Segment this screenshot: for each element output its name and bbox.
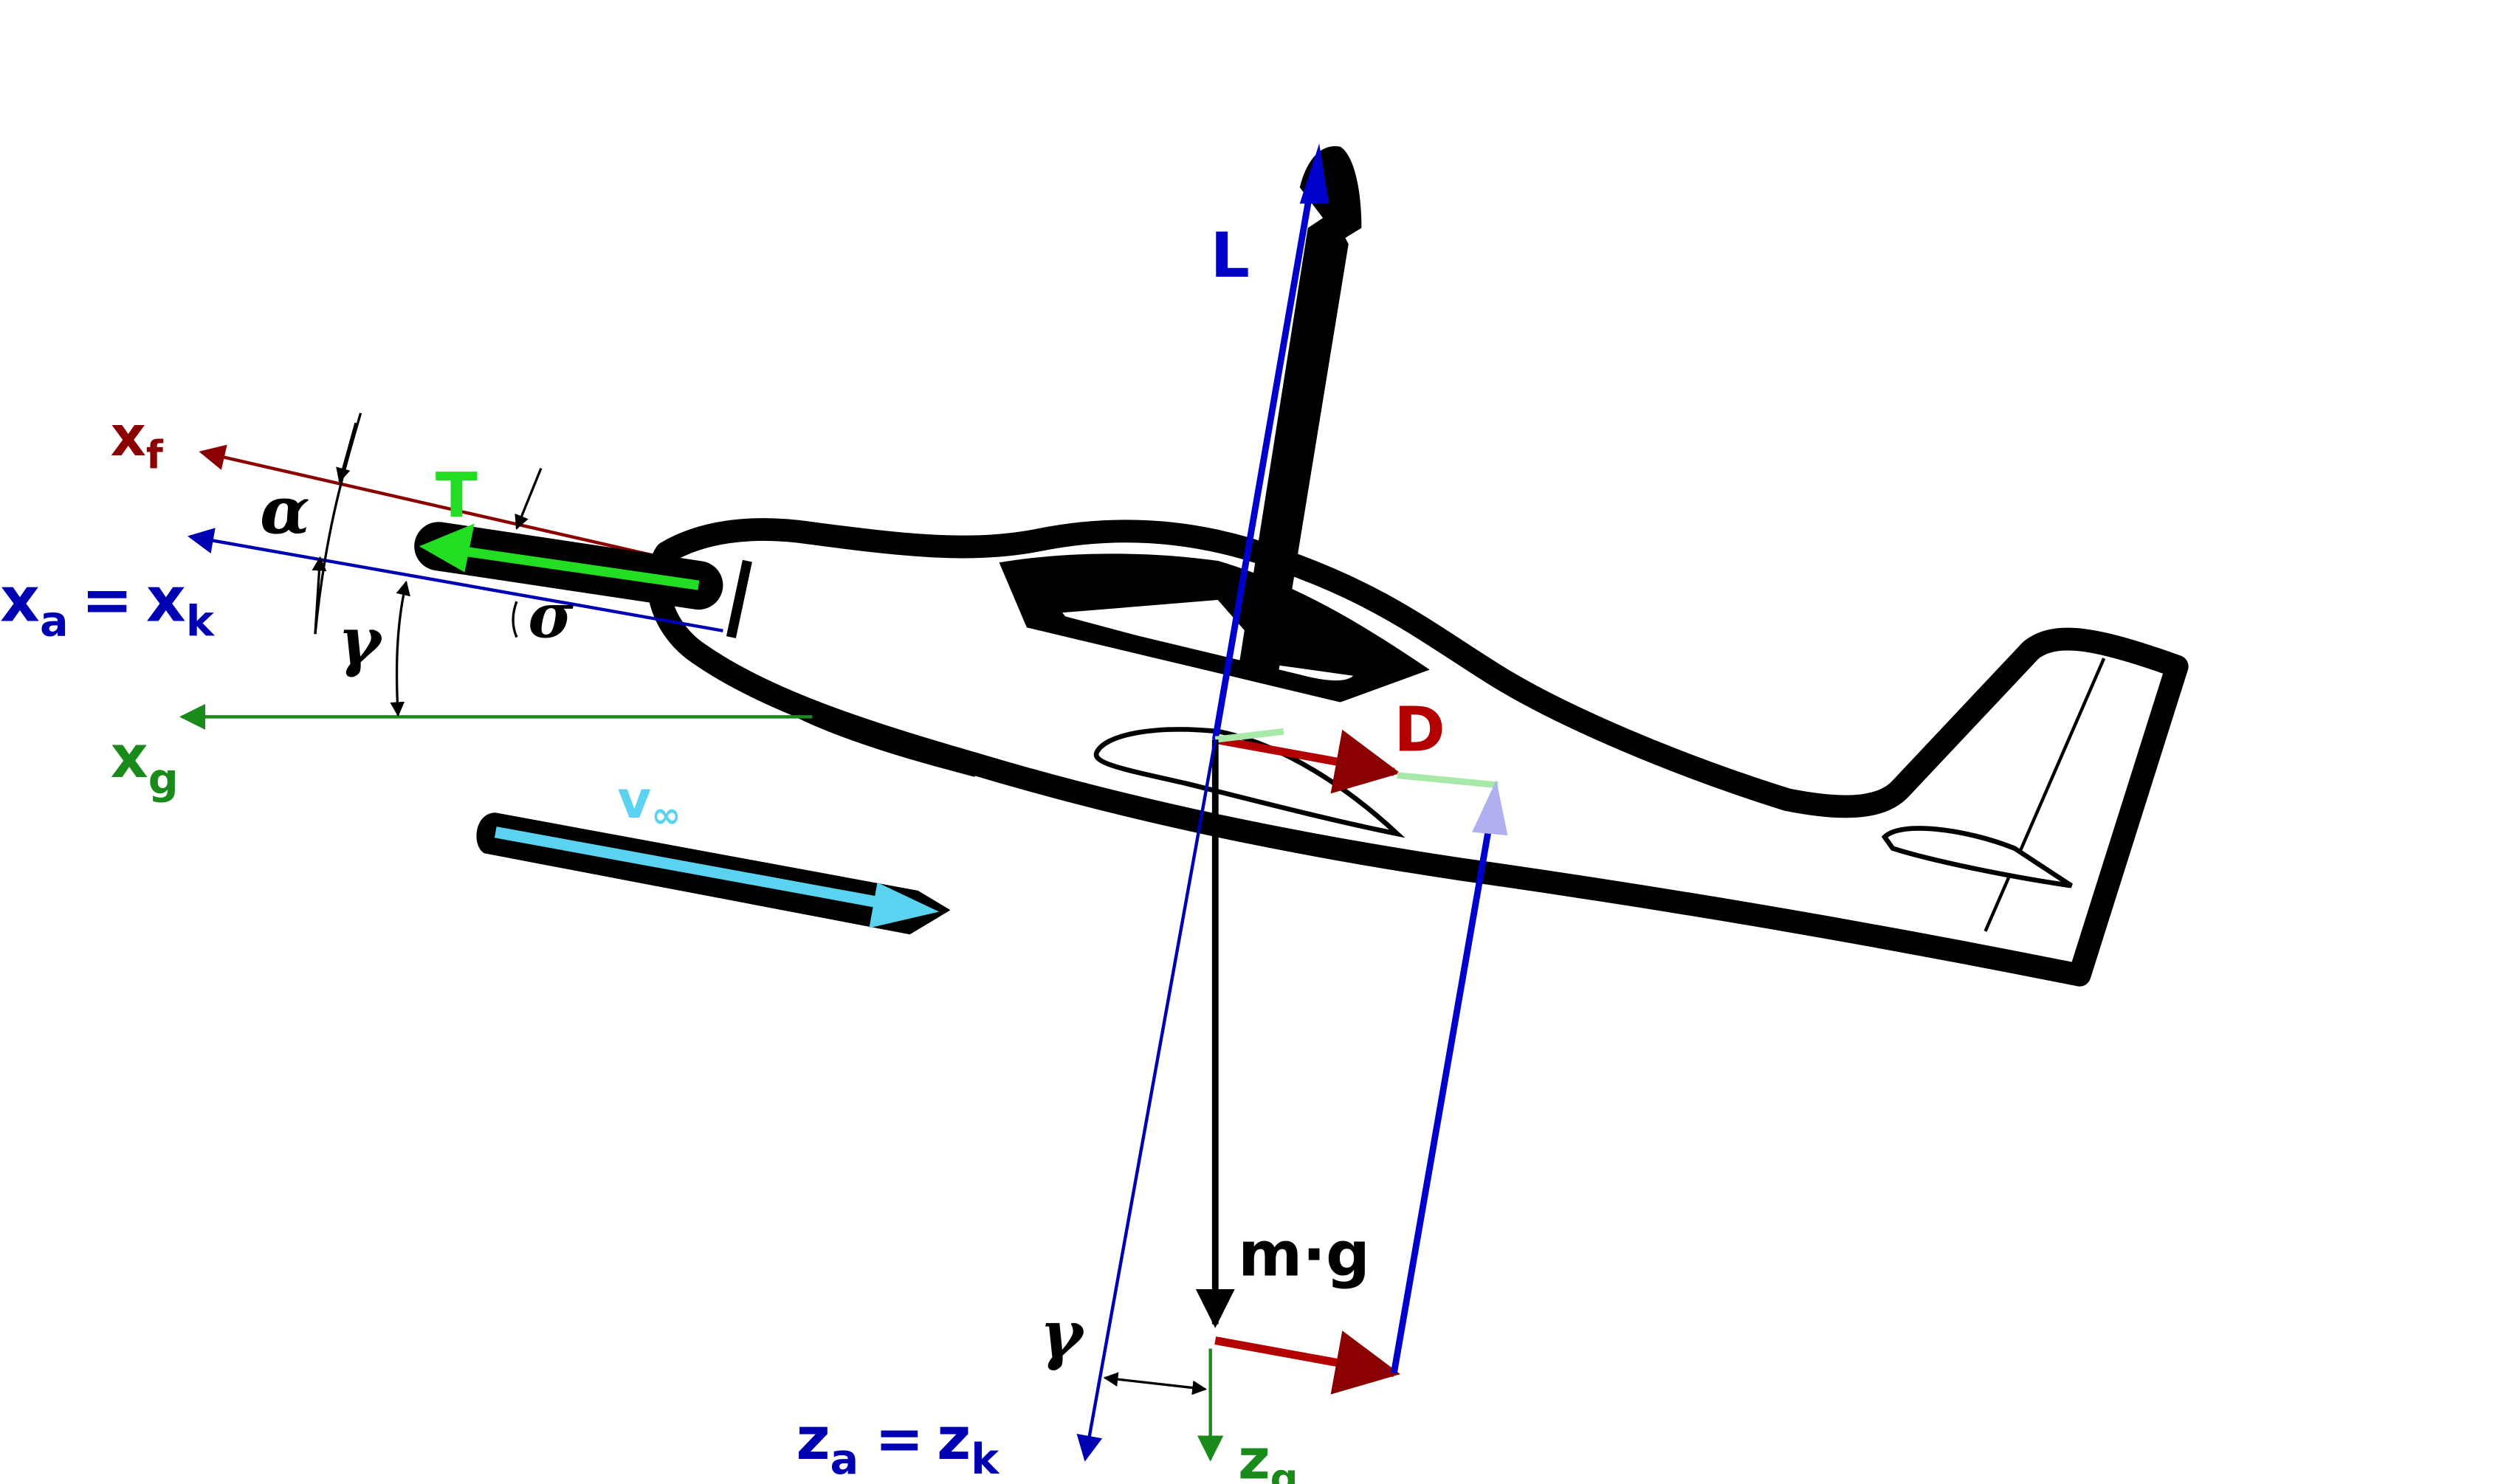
weight-label: m·g bbox=[1238, 1218, 1370, 1290]
sigma-tick bbox=[515, 468, 543, 530]
gamma-label: γ bbox=[338, 602, 384, 679]
polygon-drag bbox=[1214, 1331, 1401, 1395]
x-a-label: xa=xk bbox=[0, 564, 216, 646]
velocity-arrow bbox=[476, 812, 951, 935]
wing-profile bbox=[1093, 727, 1406, 838]
airplane bbox=[647, 518, 2189, 987]
nose-cowl bbox=[726, 559, 752, 638]
alpha-arc bbox=[314, 413, 362, 635]
drag-label: D bbox=[1394, 694, 1445, 766]
x-f-axis bbox=[199, 444, 699, 567]
z-g-label: zg bbox=[1238, 1428, 1298, 1484]
thrust-component-light bbox=[1214, 728, 1284, 743]
z-a-label: za=zk bbox=[796, 1404, 1000, 1484]
lift-arrow bbox=[1211, 143, 1362, 740]
lift-label: L bbox=[1211, 219, 1250, 291]
velocity-label: v∞ bbox=[617, 770, 681, 836]
x-a-axis bbox=[187, 528, 723, 632]
gamma-bottom-label: γ bbox=[1040, 1296, 1086, 1373]
gamma-bottom-arc bbox=[1103, 1372, 1208, 1395]
z-a-axis bbox=[1076, 739, 1217, 1462]
thrust-label: T bbox=[436, 460, 478, 532]
x-g-label: xg bbox=[111, 722, 179, 804]
fuselage-outline bbox=[647, 518, 2189, 987]
thrust-arrow bbox=[414, 522, 723, 610]
polygon-lift-head bbox=[1472, 780, 1508, 836]
alpha-tick-top bbox=[336, 422, 357, 483]
belly-stripe bbox=[763, 683, 975, 777]
x-f-label: xf bbox=[111, 404, 164, 478]
alpha-label: α bbox=[260, 472, 310, 549]
drag-component-light bbox=[1397, 772, 1499, 789]
sigma-label: σ bbox=[528, 579, 574, 652]
tail-plane bbox=[1881, 826, 2073, 888]
drag-arrow bbox=[1214, 729, 1401, 794]
polygon-lift bbox=[1391, 812, 1495, 1374]
sigma-arc bbox=[512, 601, 518, 638]
tail-fin-line bbox=[1984, 658, 2106, 932]
canopy-window bbox=[1056, 596, 1360, 684]
gamma-arc bbox=[390, 580, 410, 717]
alpha-tick-bottom bbox=[312, 556, 327, 635]
